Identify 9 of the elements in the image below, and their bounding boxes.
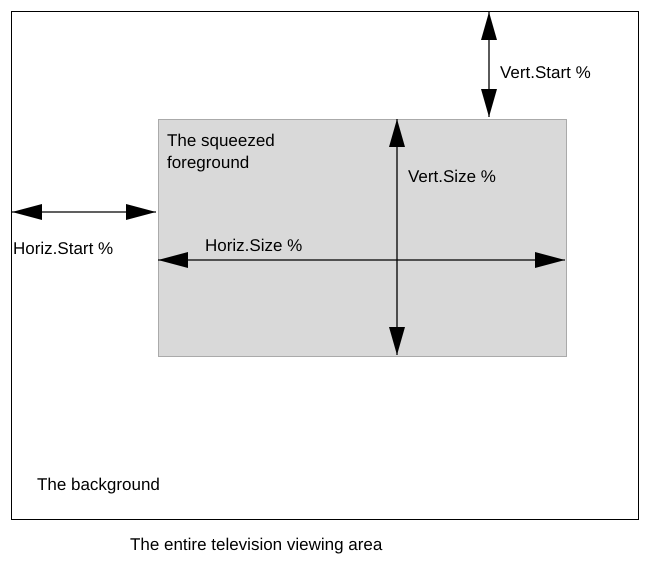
- area-label: The background: [37, 474, 161, 496]
- dimension-label: Horiz.Size %: [205, 235, 302, 257]
- viewing-area-frame: [11, 11, 639, 520]
- area-label: The squeezed foreground: [167, 130, 276, 174]
- caption: The entire television viewing area: [130, 534, 382, 556]
- foreground-panel: [158, 119, 567, 357]
- dimension-label: Vert.Size %: [408, 166, 496, 188]
- dimension-label: Vert.Start %: [500, 62, 591, 84]
- dimension-label: Horiz.Start %: [13, 238, 114, 260]
